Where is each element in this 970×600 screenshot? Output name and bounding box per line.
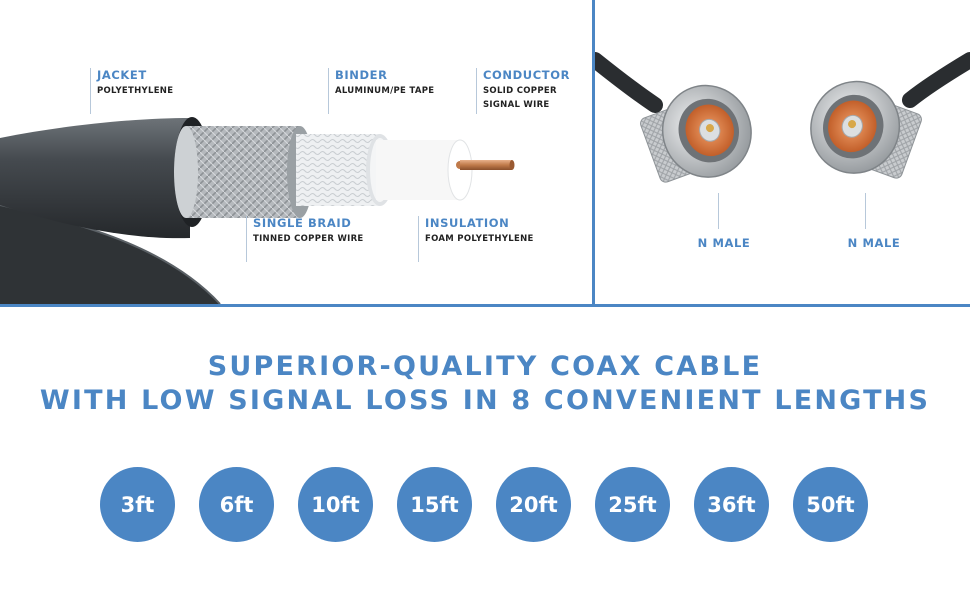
callout-jacket-desc: POLYETHYLENE: [97, 86, 174, 96]
callout-single-braid: SINGLE BRAID TINNED COPPER WIRE: [246, 216, 364, 262]
connector-left-leader: [718, 193, 719, 229]
headline-line-2: WITH LOW SIGNAL LOSS IN 8 CONVENIENT LEN…: [39, 385, 931, 416]
length-badge-3ft: 3ft: [100, 467, 175, 542]
callout-jacket-title: JACKET: [97, 68, 147, 82]
length-badge-50ft: 50ft: [793, 467, 868, 542]
callout-binder-title: BINDER: [335, 68, 388, 82]
horizontal-divider: [0, 304, 970, 307]
connector-right-leader: [865, 193, 866, 229]
callout-insulation-title: INSULATION: [425, 216, 510, 230]
callout-binder: BINDER ALUMINUM/PE TAPE: [328, 68, 434, 114]
callout-insulation-desc: FOAM POLYETHYLENE: [425, 234, 534, 244]
length-badge-36ft: 36ft: [694, 467, 769, 542]
length-badge-10ft: 10ft: [298, 467, 373, 542]
length-badge-6ft: 6ft: [199, 467, 274, 542]
callout-jacket: JACKET POLYETHYLENE: [90, 68, 173, 114]
callout-single-braid-title: SINGLE BRAID: [253, 216, 352, 230]
cable-cutaway-illustration: [0, 117, 515, 304]
connector-left-label: N MALE: [697, 236, 751, 250]
headline: SUPERIOR-QUALITY COAX CABLE WITH LOW SIG…: [0, 350, 970, 418]
callout-insulation: INSULATION FOAM POLYETHYLENE: [418, 216, 534, 262]
vertical-divider: [592, 0, 595, 304]
callout-conductor: CONDUCTOR SOLID COPPER SIGNAL WIRE: [476, 68, 570, 114]
connector-right-label: N MALE: [847, 236, 901, 250]
n-male-connectors-illustration: [595, 52, 970, 183]
connectors-panel: N MALE N MALE: [595, 0, 970, 304]
length-badge-20ft: 20ft: [496, 467, 571, 542]
callout-conductor-title: CONDUCTOR: [483, 68, 571, 82]
callout-single-braid-desc: TINNED COPPER WIRE: [253, 234, 364, 244]
length-badge-15ft: 15ft: [397, 467, 472, 542]
callout-conductor-desc-2: SIGNAL WIRE: [483, 100, 550, 110]
callout-binder-desc: ALUMINUM/PE TAPE: [335, 86, 435, 96]
headline-line-1: SUPERIOR-QUALITY COAX CABLE: [207, 351, 763, 382]
callout-conductor-desc-1: SOLID COPPER: [483, 86, 557, 96]
length-badge-25ft: 25ft: [595, 467, 670, 542]
cable-cutaway-panel: JACKET POLYETHYLENE BINDER ALUMINUM/PE T…: [0, 0, 592, 304]
